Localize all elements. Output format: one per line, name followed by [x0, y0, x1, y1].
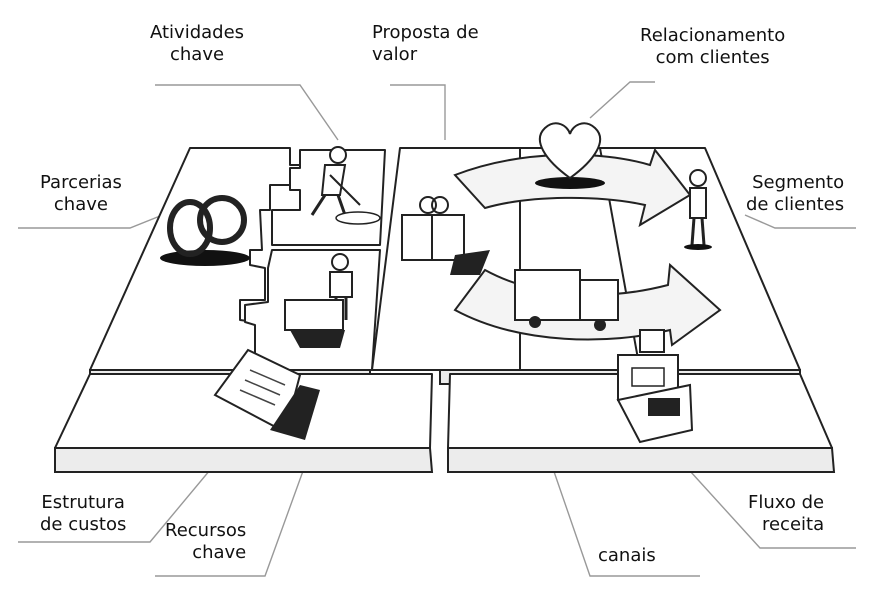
cash-register-icon: [616, 329, 694, 444]
label-canais: canais: [598, 545, 656, 566]
leader-fluxo: [679, 459, 856, 549]
leader-relacionamento: [589, 81, 655, 119]
standing-person-icon: [684, 169, 712, 250]
leader-parcerias: [18, 211, 171, 229]
leader-atividades: [155, 84, 339, 141]
leader-proposta: [390, 84, 446, 140]
rings-icon: [160, 195, 250, 266]
gift-box-icon: [401, 196, 490, 275]
leader-segmento: [744, 214, 856, 229]
person-digging-icon: [310, 146, 381, 225]
invoice-document-icon: [213, 348, 320, 440]
person-with-machine-icon: [284, 253, 353, 348]
leader-estrutura: [18, 439, 236, 543]
board-panels: [54, 147, 833, 449]
truck-icon: [514, 269, 619, 331]
heart-icon: [535, 122, 605, 189]
